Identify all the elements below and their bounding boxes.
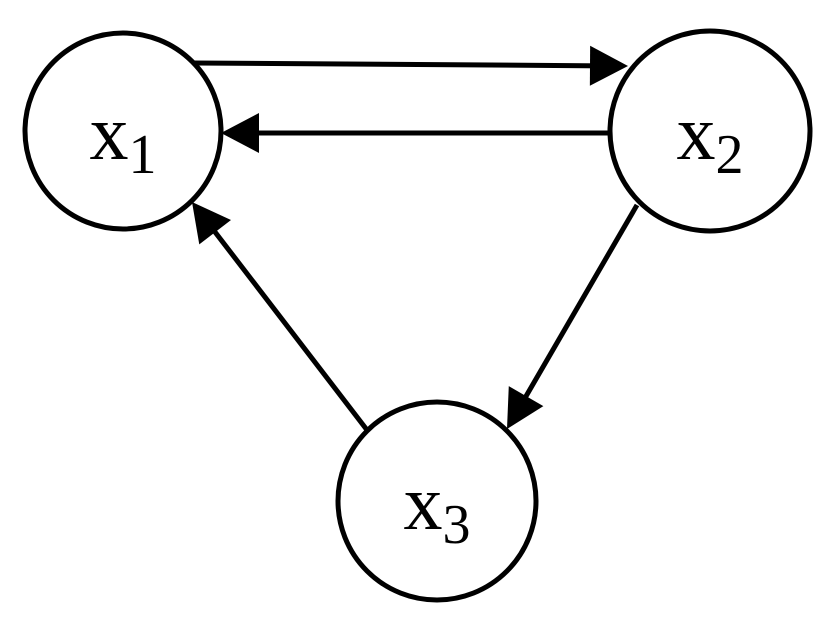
arrowhead-x3-to-x1: [192, 202, 232, 245]
edge-x2-to-x3: [518, 203, 640, 408]
node-label-subscript-x2: 2: [716, 124, 744, 186]
node-circle-x2: [607, 28, 813, 234]
arrowhead-x2-to-x3: [507, 386, 544, 429]
edge-x1-to-x2: [193, 60, 602, 69]
node-label-subscript-x3: 3: [443, 494, 471, 556]
node-circle-x3: [335, 399, 539, 603]
node-label-x1: x1: [90, 89, 157, 186]
node-label-x2: x2: [677, 89, 744, 186]
edge-x3-to-x1: [206, 221, 369, 432]
node-label-subscript-x1: 1: [129, 124, 157, 186]
node-label-base-x3: x: [404, 459, 443, 546]
node-label-base-x1: x: [90, 89, 129, 176]
arrowhead-x1-to-x2: [589, 45, 628, 86]
node-label-x3: x3: [404, 459, 471, 556]
node-label-base-x2: x: [677, 89, 716, 176]
node-circle-x1: [22, 30, 224, 232]
arrowhead-x2-to-x1: [221, 113, 259, 153]
